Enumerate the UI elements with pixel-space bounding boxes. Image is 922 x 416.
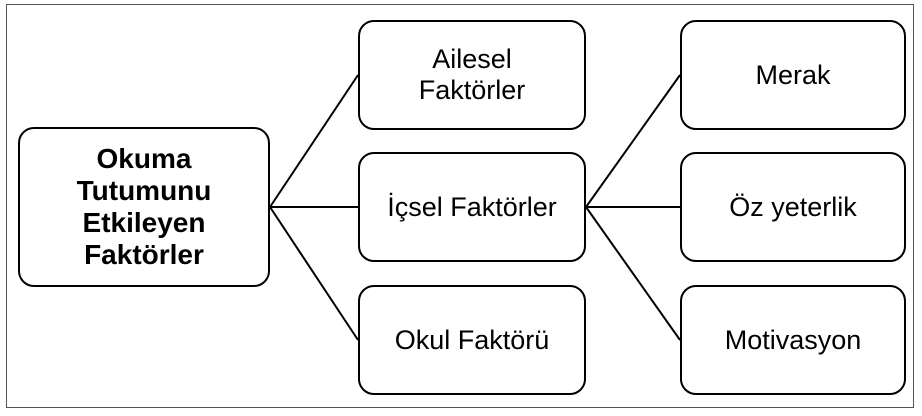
node-merak: Merak [680, 20, 906, 130]
connector-icsel-to-merak [585, 74, 681, 208]
connector-root-to-okul [269, 206, 359, 341]
node-ailesel-faktorler: Ailesel Faktörler [358, 20, 586, 130]
node-okul-faktoru: Okul Faktörü [358, 285, 586, 395]
connector-icsel-to-motivasyon [585, 206, 681, 341]
node-icsel-faktorler: İçsel Faktörler [358, 152, 586, 262]
diagram-frame [6, 4, 914, 408]
connector-root-to-ailesel [269, 74, 359, 208]
root-node-okuma-tutumu: Okuma Tutumunu Etkileyen Faktörler [18, 127, 270, 287]
node-oz-yeterlik: Öz yeterlik [680, 152, 906, 262]
node-motivasyon: Motivasyon [680, 285, 906, 395]
